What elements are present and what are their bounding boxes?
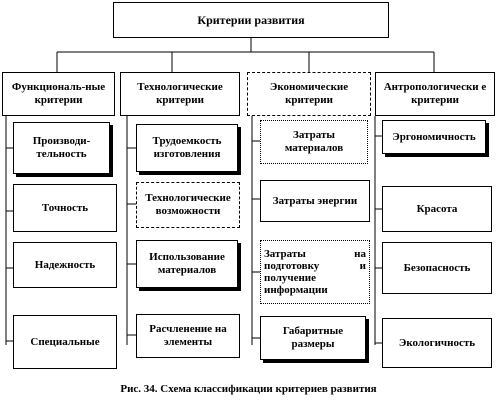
item-ergonomics: Эргономичность: [382, 120, 486, 154]
root-node: Критерии развития: [113, 2, 389, 38]
item-element-division: Расчленение на элементы: [136, 314, 240, 358]
figure-caption: Рис. 34. Схема классификации критериев р…: [120, 383, 377, 395]
item-reliability: Надежность: [13, 242, 117, 288]
item-beauty: Красота: [382, 186, 492, 232]
item-ecology: Экологичность: [382, 318, 492, 368]
item-labor-intensity: Трудоемкость изготовления: [136, 124, 238, 172]
header-technological: Технологические критерии: [120, 72, 240, 116]
header-anthropological: Антропологически е критерии: [375, 72, 495, 116]
item-special: Специальные: [13, 315, 117, 369]
item-energy-costs: Затраты энергии: [260, 180, 370, 222]
item-overall-dimensions: Габаритные размеры: [260, 316, 366, 360]
item-material-costs: Затраты материалов: [260, 120, 368, 164]
item-information-costs: Затраты на подготовку и получение информ…: [260, 240, 370, 304]
header-functional: Функциональ-ные критерии: [2, 72, 115, 116]
item-productivity: Производи-тельность: [13, 122, 110, 174]
item-material-usage: Использование материалов: [136, 240, 238, 288]
item-tech-capabilities: Технологические возможности: [136, 182, 240, 228]
item-accuracy: Точность: [13, 184, 117, 232]
header-economic: Экономические критерии: [247, 72, 371, 116]
item-safety: Безопасность: [382, 242, 492, 294]
